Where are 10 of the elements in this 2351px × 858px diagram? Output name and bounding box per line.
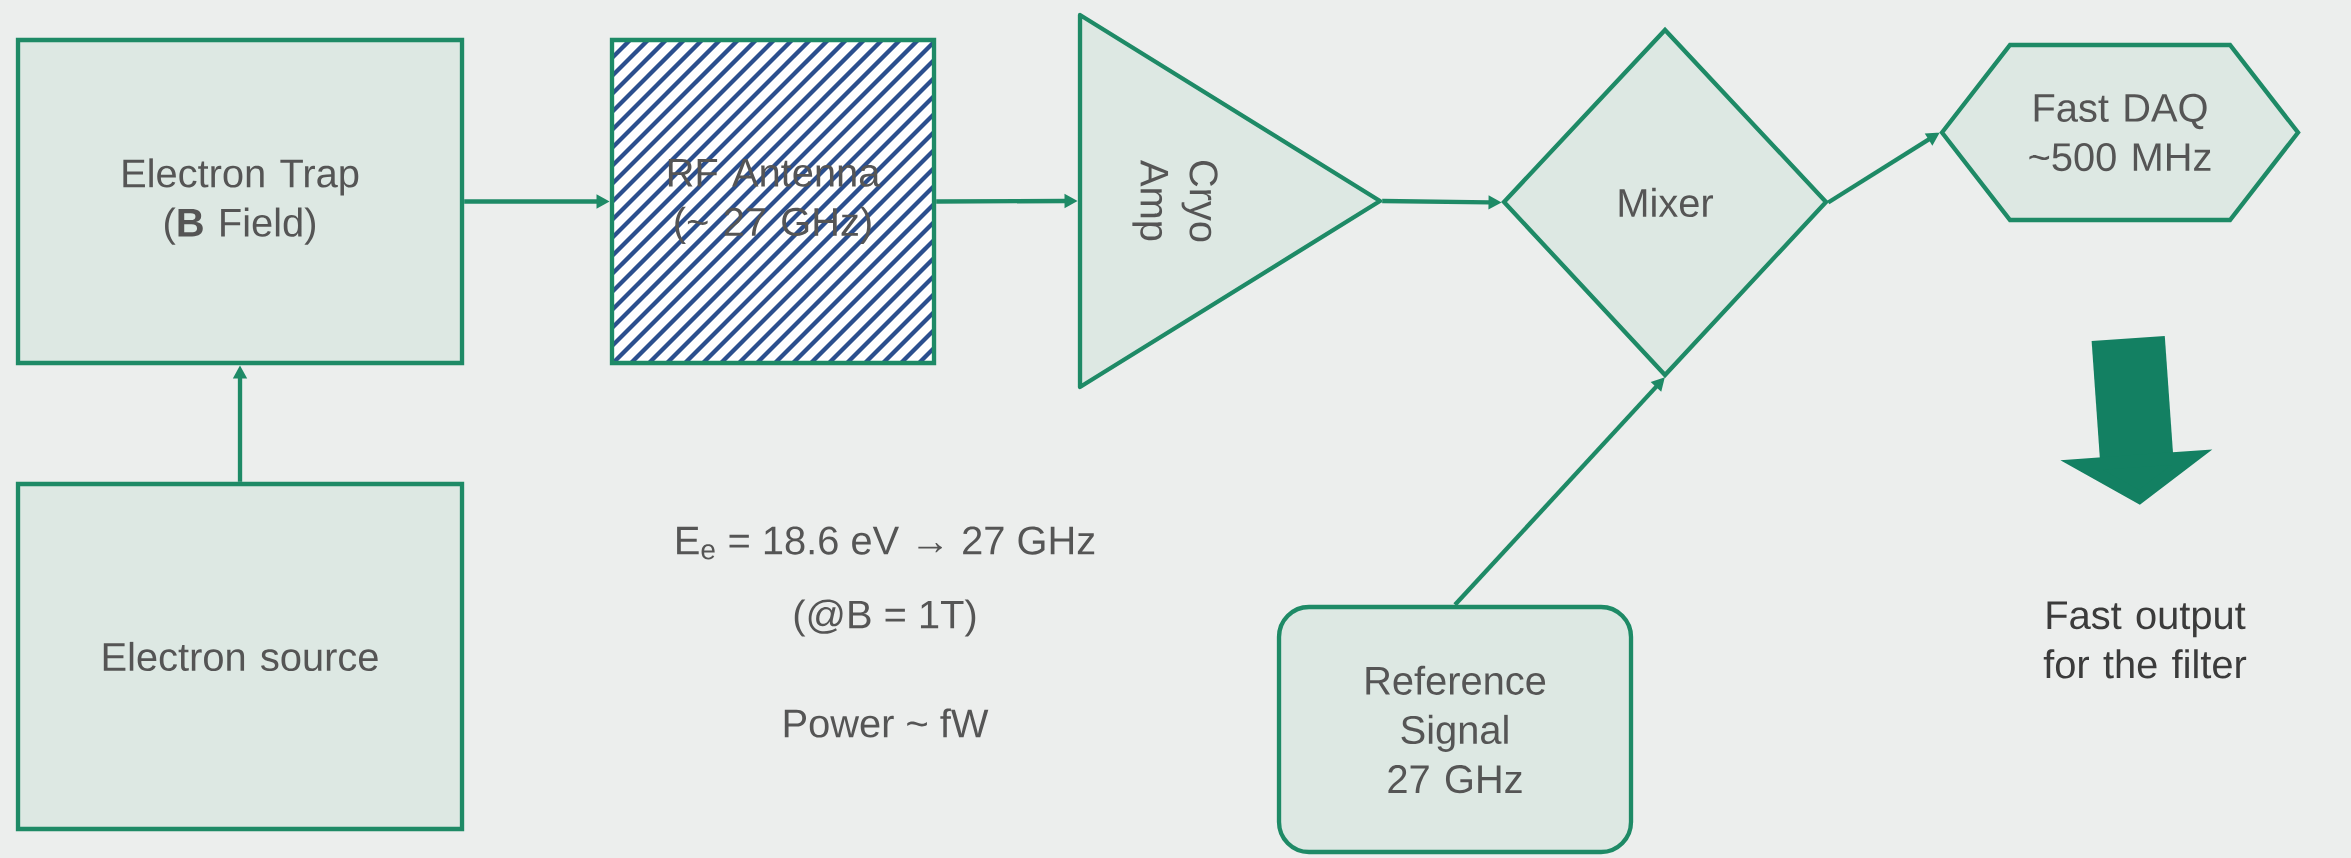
hexagon-box: Fast DAQ ~500 MHz <box>1939 42 2301 223</box>
note-text: (@B = 1T) <box>794 599 976 637</box>
note-text: E$_{e}$ = 18.6 eV → 27 GHz <box>677 526 1095 560</box>
process-box: Electron Trap (B Field) <box>15 37 465 366</box>
amplifier-label: Cryo Amp <box>1132 160 1218 242</box>
process-box: Electron source <box>15 481 465 832</box>
note-text: Power ~ fW <box>784 708 989 738</box>
signal-box: Reference Signal 27 GHz <box>1276 604 1634 855</box>
amplifier-triangle <box>1077 12 1383 390</box>
output-text: Fast output for the filter <box>2043 601 2247 679</box>
